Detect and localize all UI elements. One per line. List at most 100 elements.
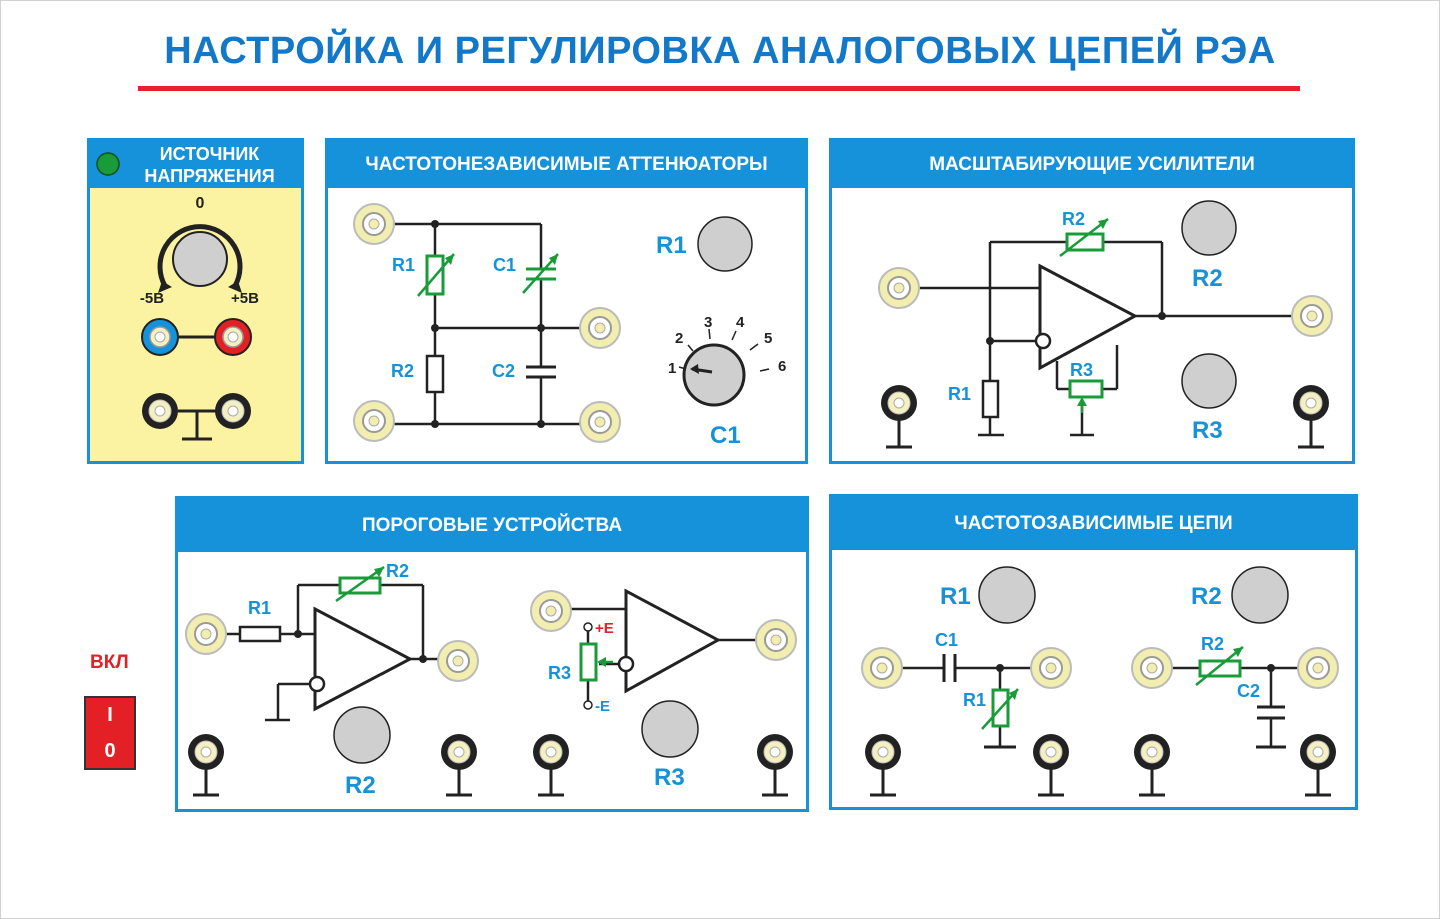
- svg-text:5: 5: [764, 330, 772, 347]
- opamp-1: [313, 606, 414, 712]
- svg-text:4: 4: [736, 314, 745, 331]
- resistor-r1: [981, 379, 1000, 419]
- svg-text:R1: R1: [963, 690, 986, 710]
- svg-text:3: 3: [704, 314, 712, 331]
- socket-c1-out[interactable]: [1030, 647, 1072, 689]
- svg-text:R1: R1: [656, 232, 687, 259]
- svg-text:R2: R2: [1192, 265, 1223, 292]
- amplifiers-panel: МАСШТАБИРУЮЩИЕ УСИЛИТЕЛИ R2: [829, 138, 1355, 464]
- power-switch-label: ВКЛ: [90, 652, 129, 673]
- svg-text:1: 1: [668, 360, 676, 377]
- svg-text:R3: R3: [548, 663, 571, 683]
- opamp-2: [624, 588, 722, 694]
- ground-socket-2[interactable]: [1033, 734, 1069, 797]
- svg-text:C2: C2: [492, 361, 515, 381]
- knob-r3[interactable]: [1181, 353, 1237, 409]
- svg-text:C1: C1: [935, 630, 958, 650]
- panel-header: ЧАСТОТОНЕЗАВИСИМЫЕ АТТЕНЮАТОРЫ: [328, 141, 805, 188]
- attenuator-circuit: R1 C1 R2 C2 R1: [353, 203, 786, 449]
- svg-text:C2: C2: [1237, 681, 1260, 701]
- socket-out-2[interactable]: [755, 619, 797, 661]
- socket-in-2[interactable]: [530, 590, 572, 632]
- ground-socket-2[interactable]: [441, 734, 477, 797]
- svg-text:R1: R1: [392, 255, 415, 275]
- socket-c1-in[interactable]: [861, 647, 903, 689]
- amplifier-circuit: R2 R3 R1 R2 R3: [878, 200, 1333, 449]
- svg-text:R2: R2: [391, 361, 414, 381]
- socket-input[interactable]: [878, 267, 920, 309]
- socket-r2-out[interactable]: [1297, 647, 1339, 689]
- svg-text:2: 2: [675, 330, 683, 347]
- opamp: [1038, 263, 1139, 371]
- page-title: НАСТРОЙКА И РЕГУЛИРОВКА АНАЛОГОВЫХ ЦЕПЕЙ…: [164, 30, 1276, 72]
- socket-in-bottom[interactable]: [353, 400, 395, 442]
- voltage-source-panel: ИСТОЧНИК НАПРЯЖЕНИЯ 0 -5В +5В: [87, 138, 304, 464]
- dial-arc: [157, 224, 243, 288]
- svg-text:R3: R3: [1192, 417, 1223, 444]
- svg-text:C1: C1: [493, 255, 516, 275]
- ground-socket-4[interactable]: [757, 734, 793, 797]
- knob-r3[interactable]: [641, 700, 699, 758]
- socket-r2-in[interactable]: [1131, 647, 1173, 689]
- panel-header: ИСТОЧНИК НАПРЯЖЕНИЯ: [90, 141, 301, 188]
- knob-r1[interactable]: [978, 566, 1036, 624]
- ground-socket-1[interactable]: [188, 734, 224, 797]
- resistor-r2: [1065, 232, 1105, 252]
- ground-socket-3[interactable]: [1134, 734, 1170, 797]
- ground-socket-right[interactable]: [215, 393, 251, 429]
- svg-text:R2: R2: [1062, 209, 1085, 229]
- switch-off-mark: 0: [104, 740, 116, 762]
- socket-output[interactable]: [1291, 295, 1333, 337]
- knob-r2[interactable]: [1231, 566, 1289, 624]
- frequency-dependent-panel: ЧАСТОТОЗАВИСИМЫЕ ЦЕПИ C1 R1 R2: [829, 494, 1358, 810]
- resistor-r2: [425, 354, 445, 394]
- ground-socket-left[interactable]: [142, 393, 178, 429]
- attenuators-panel: ЧАСТОТОНЕЗАВИСИМЫЕ АТТЕНЮАТОРЫ R1 C1 R2: [325, 138, 808, 464]
- power-switch[interactable]: I 0: [84, 696, 136, 770]
- knob-r2[interactable]: [333, 706, 391, 764]
- svg-text:C1: C1: [710, 422, 741, 449]
- red-socket[interactable]: [214, 318, 252, 356]
- source-diagram: 0 -5В +5В: [96, 152, 259, 441]
- panel-header: МАСШТАБИРУЮЩИЕ УСИЛИТЕЛИ: [832, 141, 1352, 188]
- svg-text:R3: R3: [654, 764, 685, 791]
- resistor-r3: [579, 642, 598, 682]
- power-indicator-led: [96, 152, 120, 176]
- switch-on-mark: I: [107, 704, 113, 726]
- socket-in-1[interactable]: [185, 613, 227, 655]
- svg-text:R1: R1: [248, 598, 271, 618]
- title-underline: [138, 86, 1300, 91]
- ground-socket-3[interactable]: [533, 734, 569, 797]
- resistor-r2: [1198, 659, 1242, 678]
- panel-header: ПОРОГОВЫЕ УСТРОЙСТВА: [178, 499, 806, 552]
- svg-text:+E: +E: [595, 620, 614, 637]
- svg-text:6: 6: [778, 358, 786, 375]
- ground-socket-left[interactable]: [881, 385, 917, 449]
- svg-text:R1: R1: [940, 583, 971, 610]
- socket-out-bottom[interactable]: [579, 401, 621, 443]
- ground-socket-1[interactable]: [865, 734, 901, 797]
- ground-socket-right[interactable]: [1293, 385, 1329, 449]
- resistor-r3: [1068, 379, 1104, 399]
- svg-text:-E: -E: [595, 698, 610, 715]
- socket-out-mid[interactable]: [579, 307, 621, 349]
- svg-text:R2: R2: [1191, 583, 1222, 610]
- voltage-knob[interactable]: [172, 231, 228, 287]
- threshold-circuit: R1 R2 +E -E R3 R2 R3: [185, 561, 797, 799]
- knob-r1[interactable]: [697, 216, 753, 272]
- freqdep-circuit: C1 R1 R2 C2 R1 R2: [861, 566, 1339, 797]
- svg-text:R1: R1: [948, 384, 971, 404]
- plus-label: +5В: [231, 290, 259, 307]
- blue-socket[interactable]: [141, 318, 179, 356]
- socket-out-1[interactable]: [437, 640, 479, 682]
- resistor-r1: [238, 625, 282, 643]
- socket-in-top[interactable]: [353, 203, 395, 245]
- svg-text:R2: R2: [1201, 634, 1224, 654]
- zero-label: 0: [196, 195, 205, 212]
- svg-text:R2: R2: [386, 561, 409, 581]
- ground-socket-4[interactable]: [1300, 734, 1336, 797]
- panel-header: ЧАСТОТОЗАВИСИМЫЕ ЦЕПИ: [832, 497, 1355, 550]
- knob-r2[interactable]: [1181, 200, 1237, 256]
- svg-text:R2: R2: [345, 772, 376, 799]
- switch-c1[interactable]: [682, 343, 746, 407]
